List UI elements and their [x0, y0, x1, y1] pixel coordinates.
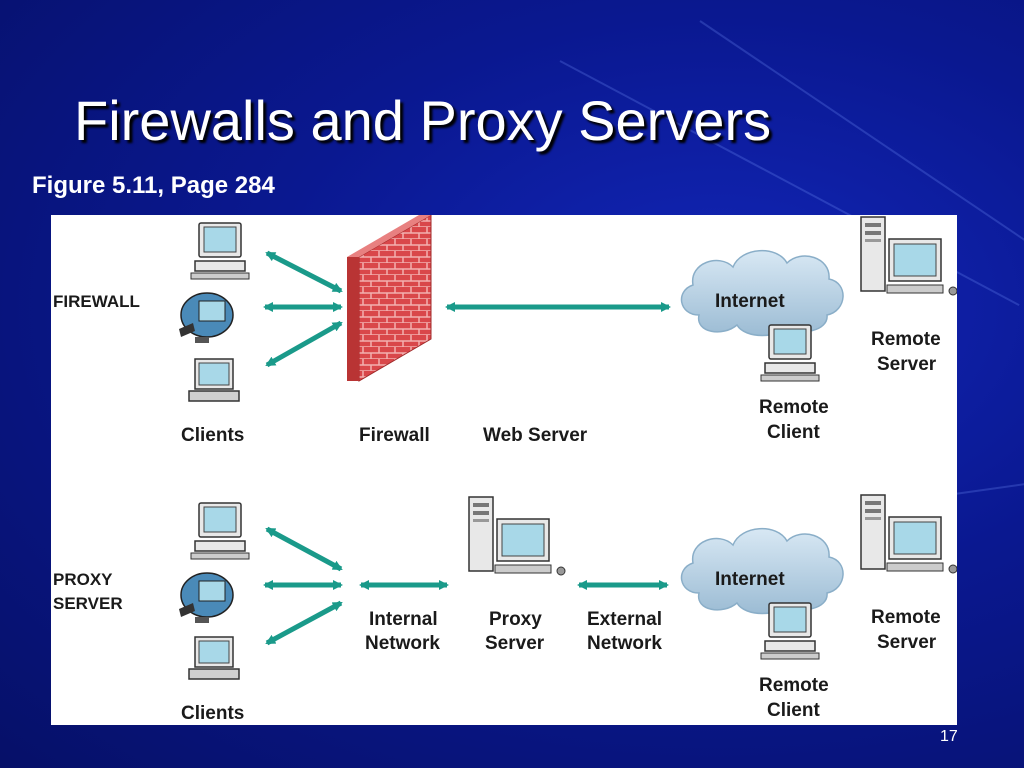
network-figure: FIREWALL Clients Firewall Web Server Int…	[51, 214, 958, 725]
client-arrow	[265, 526, 343, 572]
remote-server-icon	[860, 216, 958, 296]
client-arrow	[265, 320, 343, 368]
client-desktop-icon	[190, 222, 250, 280]
clients-label: Clients	[181, 425, 244, 446]
page-number: 17	[940, 728, 958, 745]
internet-label: Internet	[715, 569, 785, 590]
external-network-label-line1: External	[587, 609, 662, 630]
remote-client-label-line2: Client	[767, 700, 820, 721]
slide-subtitle: Figure 5.11, Page 284	[32, 172, 275, 199]
remote-server-label-line1: Remote	[871, 329, 941, 350]
remote-server-label-line2: Server	[877, 354, 937, 375]
remote-client-desktop-icon	[760, 324, 820, 382]
client-laptop-icon	[188, 358, 240, 402]
clients-label: Clients	[181, 703, 244, 724]
remote-server-label-line2: Server	[877, 632, 937, 653]
web-server-label: Web Server	[483, 425, 588, 446]
remote-client-desktop-icon	[760, 602, 820, 660]
remote-client-label-line1: Remote	[759, 397, 829, 418]
remote-client-label-line1: Remote	[759, 675, 829, 696]
proxy-server-icon	[468, 496, 566, 576]
internet-label: Internet	[715, 291, 785, 312]
internal-network-label-line1: Internal	[369, 609, 438, 630]
firewall-label: Firewall	[359, 425, 430, 446]
client-desktop-icon	[190, 502, 250, 560]
network-diagram: FIREWALL Clients Firewall Web Server Int…	[53, 214, 958, 724]
remote-server-icon	[860, 494, 958, 574]
client-arrow	[265, 600, 343, 646]
remote-server-label-line1: Remote	[871, 607, 941, 628]
internal-network-label-line2: Network	[365, 633, 440, 654]
external-network-label-line2: Network	[587, 633, 662, 654]
client-laptop-icon	[188, 636, 240, 680]
proxy-section-label-line2: SERVER	[53, 594, 123, 613]
client-imac-icon	[178, 572, 234, 624]
proxy-server-label-line1: Proxy	[489, 609, 542, 630]
proxy-section-label-line1: PROXY	[53, 570, 113, 589]
proxy-server-label-line2: Server	[485, 633, 545, 654]
firewall-brick-wall-icon	[347, 214, 432, 382]
slide-title: Firewalls and Proxy Servers	[74, 89, 772, 152]
client-arrow	[265, 250, 343, 294]
client-imac-icon	[178, 292, 234, 344]
remote-client-label-line2: Client	[767, 422, 820, 443]
firewall-section-label: FIREWALL	[53, 292, 140, 311]
